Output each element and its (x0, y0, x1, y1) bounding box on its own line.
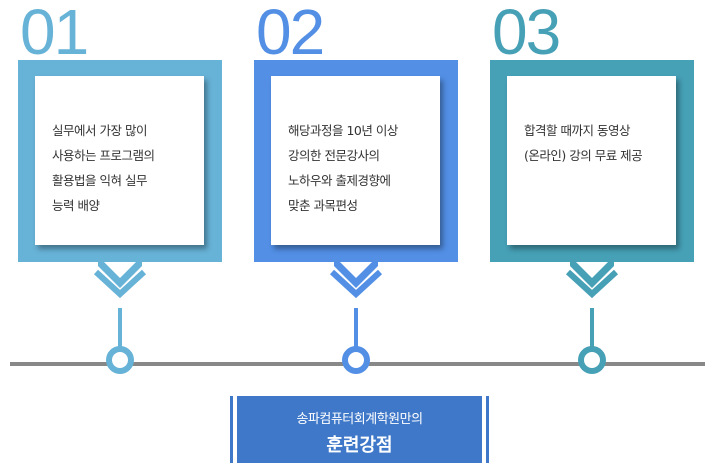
step-card: 합격할 때까지 동영상 (온라인) 강의 무료 제공 (507, 76, 676, 245)
banner-left-bar (230, 396, 233, 463)
step-connector (354, 308, 358, 350)
banner-right-bar (486, 396, 489, 463)
step-text-line: 강의한 전문강사의 (288, 148, 380, 163)
chevron-down-icon (565, 262, 619, 299)
step-connector (590, 308, 594, 350)
step-text: 합격할 때까지 동영상 (온라인) 강의 무료 제공 (524, 118, 670, 168)
step-text-line: 합격할 때까지 동영상 (524, 123, 630, 138)
step-text-line: 활용법을 익혀 실무 (52, 173, 147, 188)
step-text-line: (온라인) 강의 무료 제공 (524, 148, 643, 163)
step-panel-3: 합격할 때까지 동영상 (온라인) 강의 무료 제공 (490, 60, 694, 262)
banner: 송파컴퓨터회계학원만의 훈련강점 (237, 396, 482, 463)
timeline-dot (106, 346, 134, 374)
step-number: 01 (20, 0, 89, 68)
chevron-down-icon (93, 262, 147, 299)
timeline-dot (342, 346, 370, 374)
step-number: 03 (492, 0, 561, 68)
step-text-line: 능력 배양 (52, 198, 100, 213)
step-text-line: 해당과정을 10년 이상 (288, 123, 398, 138)
step-number: 02 (256, 0, 325, 68)
timeline-dot (578, 346, 606, 374)
step-text-line: 맞춘 과목편성 (288, 198, 358, 213)
step-text-line: 사용하는 프로그램의 (52, 148, 155, 163)
step-text-line: 실무에서 가장 많이 (52, 123, 147, 138)
chevron-down-icon (329, 262, 383, 299)
step-connector (118, 308, 122, 350)
banner-title: 훈련강점 (326, 435, 393, 456)
step-text-line: 노하우와 출제경향에 (288, 173, 391, 188)
banner-subtitle: 송파컴퓨터회계학원만의 (296, 412, 423, 427)
